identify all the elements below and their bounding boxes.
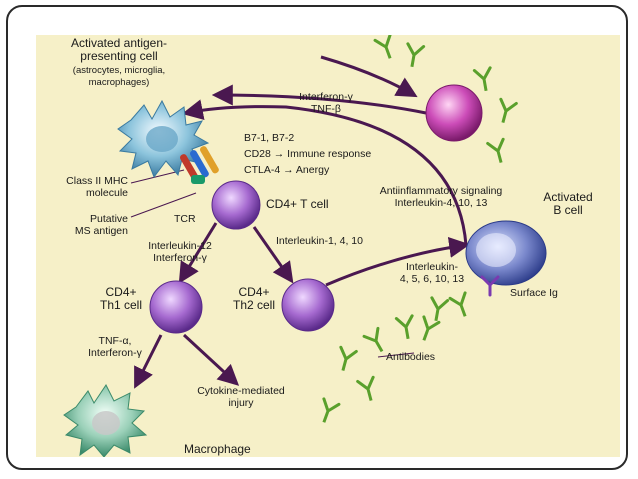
cd28-label: CD28 → Immune response [244,148,372,160]
arrow-antiinflammatory [181,99,468,246]
surface-ig-label: Surface Ig [510,287,558,299]
arrow-th1-to-mac [134,334,163,389]
ctla4-label: CTLA-4 → Anergy [244,164,330,176]
antibodies-label: Antibodies [386,351,436,363]
arrow-th1-to-injury [182,333,240,386]
cd4-t-label: CD4+ T cell [266,197,329,211]
receptors [180,146,219,184]
pointer-antibodies [377,352,415,358]
activated-b-cell [465,220,547,297]
arrow-th2-to-b [325,236,471,287]
th2-label: CD4+ Th2 cell [232,285,276,312]
il12-label: Interleukin-12 Interferon-γ [148,240,212,264]
il-1-4-10-label: Interleukin-1, 4, 10 [276,235,363,247]
arrow-to-magenta-cell [320,55,418,98]
b7-label: B7-1, B7-2 [244,132,295,144]
th2-cell [281,278,335,332]
macrophage-cell [63,384,148,457]
macrophage-label: Macrophage [184,442,251,456]
activated-b-label: Activated B cell [543,190,593,217]
pointer-putative [130,192,197,218]
diagram-graphics [63,35,547,457]
arrow-ifn-to-apc [211,84,427,115]
arrow-t-to-th2 [252,226,294,284]
apc-title: Activated antigen- presenting cell [70,36,168,63]
cytotoxic-cell [425,84,483,142]
slide-frame: Activated antigen- presenting cell (astr… [6,5,628,470]
diagram-panel: Activated antigen- presenting cell (astr… [36,35,620,457]
tcr-label: TCR [174,213,196,225]
arrow-t-to-th1 [178,222,218,284]
th1-cell [149,280,203,334]
putative-label: Putative MS antigen [74,213,128,237]
arrows [134,55,471,389]
mhc-label: Class II MHC molecule [66,175,128,199]
apc-subtitle: (astrocytes, microglia, macrophages) [72,65,166,88]
cd4-t-cell [211,180,261,230]
ifn-tnf-label: Interferon-γ TNF-β [299,91,353,115]
tnf-ifn-label: TNF-α, Interferon-γ [88,335,142,359]
antiinflammatory-label: Antiinflammatory signaling Interleukin-4… [379,185,503,209]
cytokine-injury-label: Cytokine-mediated injury [197,385,285,409]
th1-label: CD4+ Th1 cell [99,285,143,312]
il-b-label: Interleukin- 4, 5, 6, 10, 13 [399,261,465,285]
